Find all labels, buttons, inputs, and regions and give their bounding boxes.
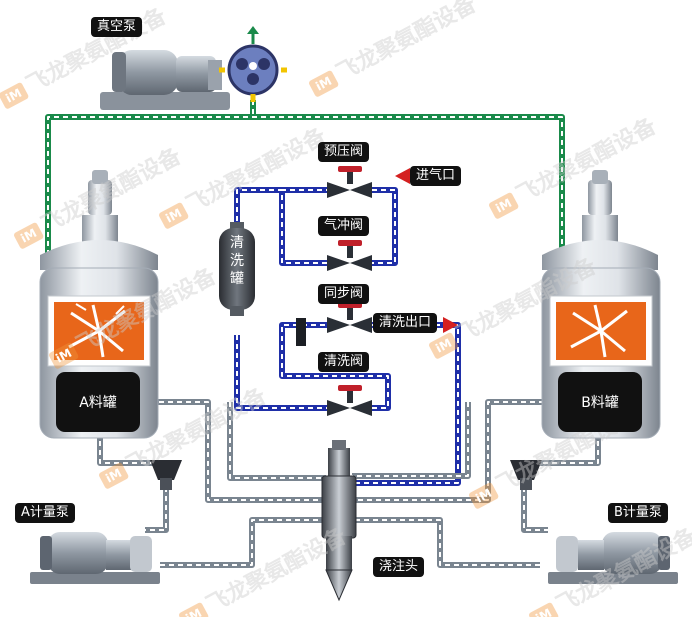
pre-pressure-valve-label: 预压阀 [318, 142, 370, 162]
cleaning-tank-label: 清洗罐 [230, 235, 244, 287]
meter-pump-a [30, 460, 182, 584]
meter-pump-a-label: A计量泵 [15, 503, 75, 523]
cleaning-outlet-marker [443, 317, 458, 333]
vacuum-pump [100, 26, 287, 110]
valves [296, 166, 372, 416]
pouring-head [321, 440, 357, 602]
pre-pressure-valve-body [327, 166, 372, 198]
cleaning-tank-vessel [219, 222, 255, 316]
air-flush-valve-body [327, 240, 372, 271]
cleaning-valve-label: 清洗阀 [318, 352, 370, 372]
tank-a-label: A料罐 [56, 372, 140, 432]
air-flush-valve-label: 气冲阀 [318, 216, 370, 236]
pouring-head-label: 浇注头 [373, 557, 425, 577]
vacuum-pump-label: 真空泵 [91, 17, 143, 37]
tank-b-label: B料罐 [558, 372, 642, 432]
meter-pump-b [510, 460, 678, 584]
air-inlet-marker [395, 168, 410, 184]
cleaning-lines [234, 187, 461, 486]
air-inlet-label: 进气口 [410, 166, 462, 186]
cleaning-valve-body [327, 385, 372, 416]
vacuum-lines [45, 100, 565, 255]
cleaning-outlet-label: 清洗出口 [373, 313, 438, 333]
sync-valve-label: 同步阀 [318, 284, 370, 304]
material-lines [97, 399, 601, 568]
meter-pump-b-label: B计量泵 [608, 503, 668, 523]
